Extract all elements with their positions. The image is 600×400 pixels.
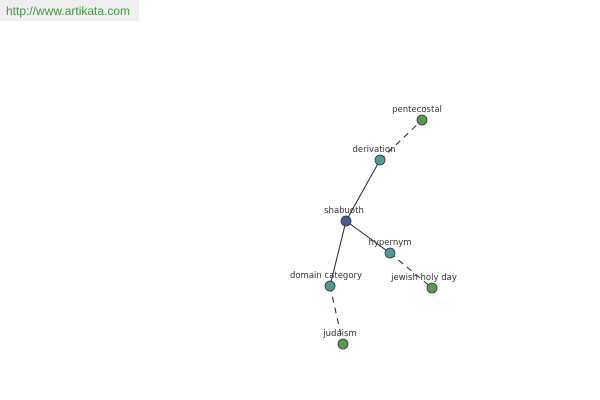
edge-domain-category-judaism: [329, 285, 344, 345]
labels-layer: shabuoth derivation pentecostal hypernym jew…: [290, 105, 457, 339]
node-label-hypernym: hypernym: [368, 238, 411, 248]
node-label-domain-category: domain category: [290, 271, 362, 281]
node-center[interactable]: [340, 215, 352, 227]
node-label-jewish-holy-day: jewish holy day: [390, 273, 457, 283]
edge-center-domain-category: [329, 220, 347, 287]
watermark-url: http://www.artikata.com: [6, 4, 131, 18]
node-hypernym[interactable]: [384, 247, 396, 259]
node-derivation[interactable]: [374, 154, 386, 166]
node-label-center: shabuoth: [324, 206, 364, 216]
node-judaism[interactable]: [337, 338, 349, 350]
node-jewish-holy-day[interactable]: [426, 282, 438, 294]
edge-center-hypernym: [345, 220, 391, 254]
edge-derivation-pentecostal: [379, 119, 423, 161]
node-label-judaism: judaism: [322, 329, 356, 339]
node-label-derivation: derivation: [352, 145, 395, 155]
edge-hypernym-jewish-holy-day: [389, 252, 433, 289]
nodes-layer: [324, 114, 438, 350]
edges-layer: [329, 119, 433, 345]
watermark-bar: http://www.artikata.com: [0, 0, 139, 21]
node-label-pentecostal: pentecostal: [392, 105, 442, 115]
node-domain-category[interactable]: [324, 280, 336, 292]
node-pentecostal[interactable]: [416, 114, 428, 126]
edge-center-derivation: [345, 159, 381, 222]
